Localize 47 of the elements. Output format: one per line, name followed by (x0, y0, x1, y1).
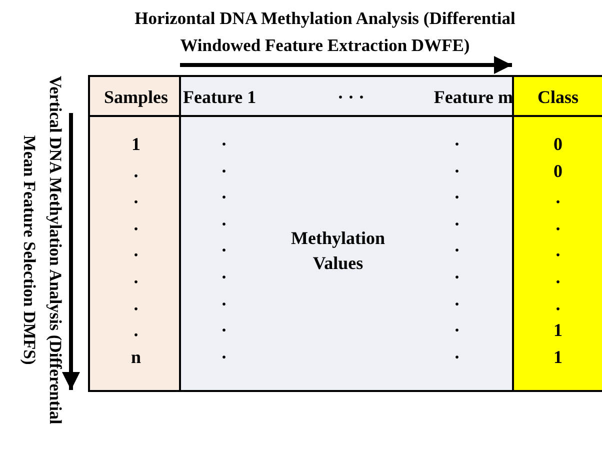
cell-value: · (221, 294, 227, 314)
sample-index: . (134, 242, 138, 262)
table-column (179, 75, 514, 392)
cell-value: · (454, 162, 460, 182)
sample-index: . (134, 214, 138, 235)
sample-index: . (134, 294, 138, 314)
cell-value: · (221, 188, 227, 208)
cell-text: Methylation Values (290, 227, 386, 275)
cell-value: · (221, 348, 227, 368)
sample-index: . (134, 188, 138, 208)
cell-value: · (454, 268, 460, 288)
cell-value: · (221, 268, 227, 288)
column-header: Class (538, 88, 578, 108)
cell-value: · (454, 294, 460, 314)
column-header: · · · (338, 88, 364, 108)
sample-index: n (131, 348, 141, 368)
axis-label: Vertical DNA Methylation Analysis (Differential Mean Feature Selection DMFS) (19, 74, 66, 426)
cell-value: · (221, 135, 227, 155)
cell-value: · (454, 348, 460, 368)
cell-value: · (454, 321, 460, 342)
cell-value: · (221, 162, 227, 182)
class-label: . (556, 242, 560, 262)
class-label: 1 (554, 321, 562, 342)
class-label: . (556, 268, 560, 288)
class-label: . (556, 294, 560, 314)
class-label: . (556, 188, 560, 208)
cell-value: · (221, 214, 227, 235)
sample-index: . (134, 268, 138, 288)
table-column (88, 75, 181, 392)
cell-value: · (221, 321, 227, 342)
cell-value: · (454, 188, 460, 208)
sample-index: 1 (132, 135, 140, 155)
sample-index: . (134, 162, 138, 182)
cell-value: · (454, 242, 460, 262)
class-label: 0 (554, 135, 562, 155)
cell-value: · (454, 135, 460, 155)
sample-index: . (134, 321, 138, 342)
cell-value: · (221, 242, 227, 262)
table-column (512, 75, 602, 392)
class-label: . (556, 214, 560, 235)
column-header: Feature 1 (183, 88, 256, 108)
column-header: Feature m (434, 88, 513, 108)
class-label: 0 (554, 162, 562, 182)
diagram-title: Horizontal DNA Methylation Analysis (Differential Windowed Feature Extraction DWFE) (134, 7, 516, 57)
class-label: 1 (554, 348, 562, 368)
column-header: Samples (104, 88, 168, 108)
cell-value: · (454, 214, 460, 235)
